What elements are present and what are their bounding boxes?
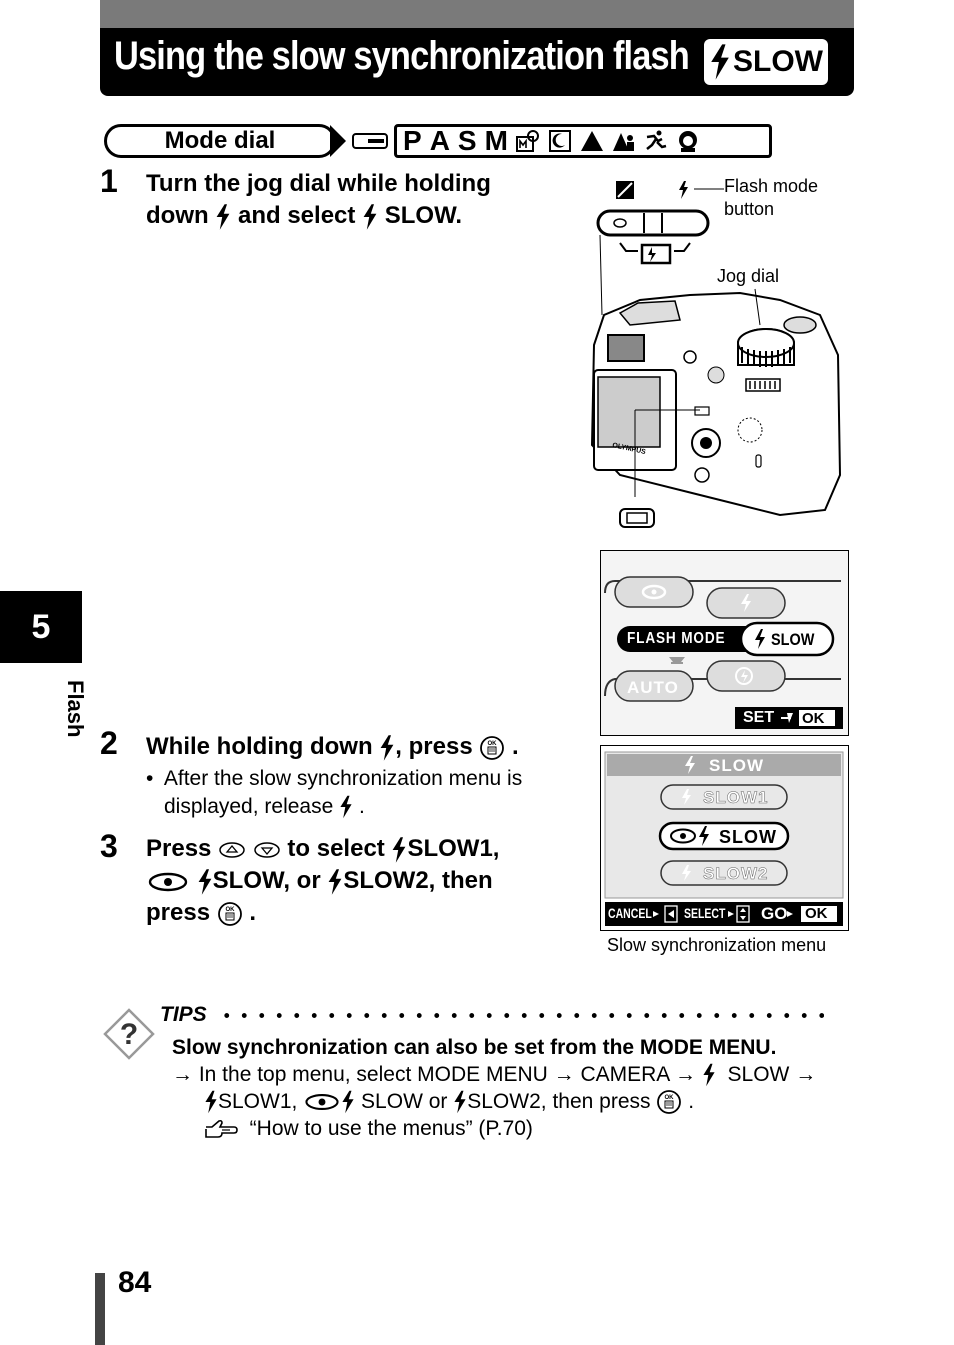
red-eye-icon [670,828,696,844]
mode-m: M [484,125,508,156]
arrow-down-button-icon [253,841,280,858]
flash-icon [340,796,352,819]
page-number-bar [95,1273,105,1345]
mode-dial-arrow [330,125,346,157]
night-scene-icon [548,130,571,152]
step-2-note: • After the slow synchronization menu is… [146,767,523,819]
ok-button-icon: OK [217,901,242,926]
badge-text: SLOW [733,45,823,78]
flash-icon [703,1064,715,1087]
flash-icon [198,868,212,895]
flash-icon [393,836,406,863]
ok-button-icon: OK [657,1090,682,1115]
menu-item-slow1: SLOW1 [703,788,769,808]
flash-icon [685,756,695,774]
svg-text:OK: OK [665,1095,675,1101]
menu-title: SLOW [709,756,764,775]
slow-flash-badge: SLOW [704,39,828,85]
flash-icon [741,594,751,612]
auto-option-text: AUTO [627,678,679,697]
menu-item-slow: SLOW [719,827,777,847]
arrow-up-button-icon [219,841,245,858]
page-title: Using the slow synchronization flash [114,34,690,78]
step-3-number: 3 [100,828,118,864]
flash-icon [216,203,230,230]
svg-text:OK: OK [488,741,498,747]
page-number: 84 [118,1266,152,1299]
flash-mode-text: FLASH MODE [627,630,726,647]
mode-dial-positions: P A S M [394,124,772,158]
flash-icon [711,44,729,80]
tips-line-4: “How to use the menus” (P.70) [204,1115,533,1142]
cancel-text: CANCEL [608,905,652,921]
tips-line-3: SLOW1, SLOW or SLOW2, then press OK . [204,1088,694,1115]
slow-sync-menu-screen: SLOW SLOW1 SLOW SLOW2 CANCEL SELECT GO O… [600,745,849,931]
flash-icon [454,1091,466,1114]
red-eye-icon [641,584,667,600]
camera-illustration: OLYMPUS [580,175,850,535]
header-top-bar [100,0,854,28]
flash-icon [328,868,342,895]
landscape-portrait-icon [612,133,634,151]
ok-button-icon: OK [480,735,505,760]
menu-item-slow2: SLOW2 [703,864,769,884]
question-mark-icon: ? [103,1008,155,1060]
flash-mode-button-label: Flash mode button [724,176,819,219]
mode-selector-icon [352,133,388,149]
mode-a: A [429,125,450,156]
sports-icon [646,130,667,150]
red-eye-icon [148,872,188,891]
ok-text: OK [805,905,828,922]
flash-icon [755,629,765,649]
my-mode-icon [515,130,539,152]
jog-dial-label: Jog dial [717,266,780,286]
tips-heading: TIPS [160,1003,207,1026]
chapter-label: Flash [63,680,88,738]
tips-bold-line: Slow synchronization can also be set fro… [172,1036,777,1059]
page-header: Using the slow synchronization flash SLO… [100,28,854,96]
step-2-text: While holding down , press OK . [146,733,519,761]
chapter-tab: 5 [0,591,82,663]
svg-text:OK: OK [225,907,235,913]
step-1-text: Turn the jog dial while holding down and… [146,170,491,230]
flash-icon [205,1091,217,1114]
pointing-hand-icon [205,1120,238,1139]
flash-icon [342,1091,354,1114]
portrait-icon [678,131,697,152]
flash-icon [679,181,688,199]
mode-p: P [403,125,422,156]
landscape-icon [580,131,603,151]
svg-text:?: ? [120,1018,138,1051]
tips-dotted-rule [218,1013,824,1018]
mode-dial-label: Mode dial [104,124,336,158]
menu-caption: Slow synchronization menu [607,935,827,955]
step-1-number: 1 [100,163,118,199]
go-text: GO [761,904,788,923]
red-eye-icon [305,1094,339,1111]
step-2-number: 2 [100,725,118,761]
tips-line-2: → In the top menu, select MODE MENU → CA… [172,1063,817,1087]
set-text: SET [743,709,775,726]
ok-text: OK [802,710,825,727]
slow-option-text: SLOW [771,630,815,649]
flash-icon [699,826,709,846]
step-3-text: Press to select SLOW1, SLOW, or SLOW2, t… [146,835,500,926]
mode-s: S [457,125,477,156]
flash-icon [380,734,394,761]
flash-mode-screen: FLASH MODE SLOW AUTO SET OK [600,550,849,736]
flash-icon [363,203,377,230]
flash-off-icon [735,667,753,685]
select-text: SELECT [684,905,726,921]
